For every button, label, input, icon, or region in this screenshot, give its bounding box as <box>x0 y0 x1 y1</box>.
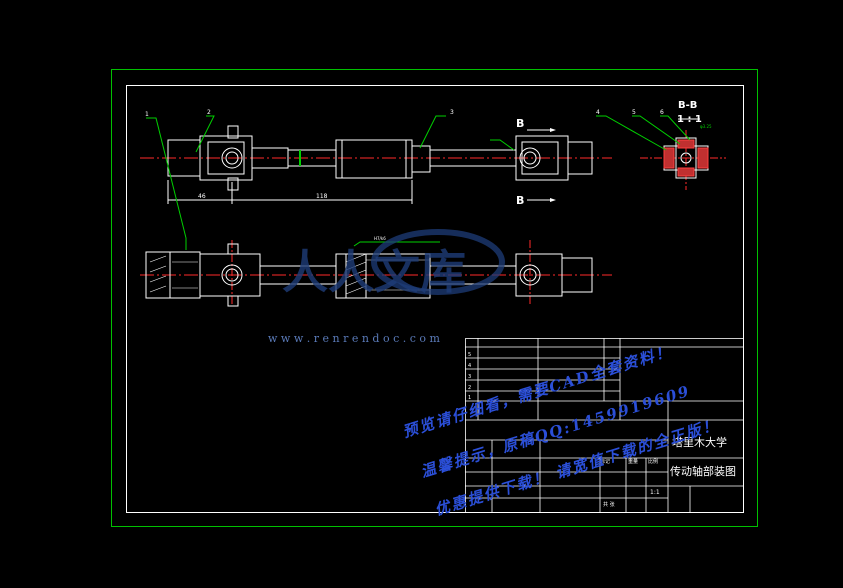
section-marker-top: B <box>516 117 524 130</box>
watermark-logo-text: 人人文库 <box>282 245 466 299</box>
tb-label-mark: 标记 <box>600 458 610 465</box>
bb-center-hole <box>680 152 692 164</box>
bb-bearing-right <box>697 147 709 169</box>
leader-4 <box>596 115 667 151</box>
leader-5 <box>632 115 681 145</box>
watermark-url: w w w . r e n r e n d o c . c o m <box>268 332 440 345</box>
tb-row-no-1: 1 <box>468 395 471 401</box>
left-cross-pin <box>221 147 243 169</box>
balloon-5: 5 <box>632 109 636 116</box>
inner-frame-border <box>126 85 744 513</box>
leader-2 <box>195 115 215 153</box>
leader-6 <box>660 115 691 141</box>
right-flange <box>567 141 593 175</box>
bottom-right-pin-inner <box>523 268 537 282</box>
leader-1 <box>146 117 187 250</box>
bottom-left-ear-bottom <box>227 295 239 307</box>
tb-row-no-4: 4 <box>468 363 471 369</box>
balloon-4: 4 <box>596 109 600 116</box>
tb-row-no-3: 3 <box>468 374 471 380</box>
bottom-left-pin-inner <box>225 268 239 282</box>
leader-hatch <box>353 241 440 247</box>
leader-lines <box>146 115 691 250</box>
leader-3 <box>419 115 446 149</box>
bb-bearing-left <box>663 147 675 169</box>
section-note: φ3.25 <box>700 124 712 129</box>
title-block <box>465 338 744 513</box>
title-block-frame <box>465 338 744 513</box>
balloon-3: 3 <box>450 109 454 116</box>
tb-label-weight: 重量 <box>628 458 638 465</box>
section-arrowhead-top <box>550 128 556 132</box>
bb-cross-arm <box>675 137 697 179</box>
leader-pin <box>490 139 515 151</box>
tb-row-no-5: 5 <box>468 352 471 358</box>
bottom-right-flange <box>561 257 593 293</box>
dim-label-left: 46 <box>198 193 206 200</box>
section-marker-bottom: B <box>516 194 524 207</box>
section-view-scale: 1 : 1 <box>677 114 702 125</box>
watermark-logo-swoosh <box>371 229 505 295</box>
section-arrowhead-bottom <box>550 198 556 202</box>
right-yoke-inner <box>521 141 559 175</box>
balloon-2: 2 <box>207 109 211 116</box>
tb-label-ratio: 比例 <box>648 458 658 465</box>
bottom-view <box>140 240 612 307</box>
section-view-title: B-B <box>678 100 697 111</box>
bottom-right-pin <box>519 264 541 286</box>
tb-label-sheet: 共 张 <box>603 501 615 508</box>
center-sleeve-inner <box>341 139 407 179</box>
balloon-6: 6 <box>660 109 664 116</box>
tb-university-name: 塔里木大学 <box>672 435 727 449</box>
tb-drawing-name: 传动轴部装图 <box>670 464 736 478</box>
left-cross-pin-inner <box>225 151 239 165</box>
watermark-logo <box>371 229 505 295</box>
bottom-left-ear-top <box>227 243 239 255</box>
bottom-left-pin <box>221 264 243 286</box>
right-cross-pin <box>519 147 541 169</box>
hatch-note: H7/k6 <box>374 236 386 241</box>
balloon-labels: 1 2 3 4 5 6 <box>145 109 664 118</box>
left-yoke-ear-bottom <box>227 177 239 191</box>
title-block-text: 5 4 3 2 1 标记 重量 比例 1:1 共 张 塔里木大学 传动轴部装图 <box>468 352 736 508</box>
left-yoke-inner <box>207 141 245 175</box>
tb-scale-value: 1:1 <box>650 489 660 496</box>
section-bb-view <box>640 118 726 190</box>
top-view <box>140 125 612 204</box>
left-yoke-ear-top <box>227 125 239 139</box>
section-markers <box>527 128 556 202</box>
outer-frame-border <box>111 69 758 527</box>
tb-row-no-2: 2 <box>468 385 471 391</box>
right-cross-pin-inner <box>523 151 537 165</box>
dim-label-center: 118 <box>316 193 328 200</box>
balloon-1: 1 <box>145 111 149 118</box>
bb-bearing-top <box>677 139 695 149</box>
bb-bearing-bottom <box>677 167 695 177</box>
